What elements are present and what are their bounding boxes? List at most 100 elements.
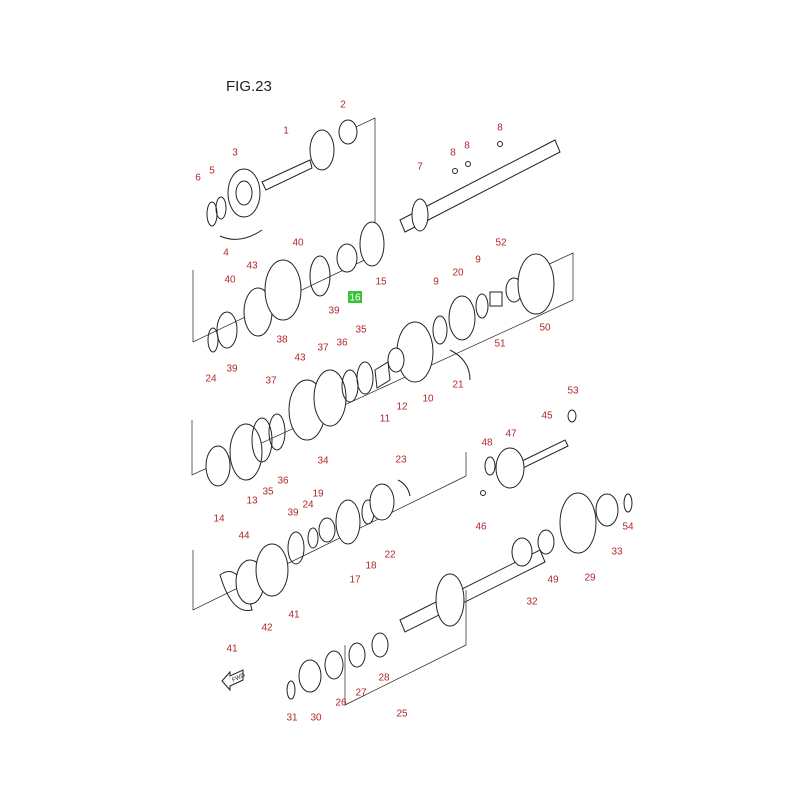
- callout-31[interactable]: 31: [286, 713, 298, 724]
- callout-10[interactable]: 10: [422, 394, 434, 405]
- callout-34[interactable]: 34: [317, 456, 329, 467]
- callout-18[interactable]: 18: [365, 561, 377, 572]
- callout-9[interactable]: 9: [433, 277, 439, 288]
- callout-24[interactable]: 24: [302, 500, 314, 511]
- callout-33[interactable]: 33: [611, 547, 623, 558]
- callout-41[interactable]: 41: [226, 644, 238, 655]
- part-21-clip: [449, 349, 471, 381]
- callout-39[interactable]: 39: [226, 364, 238, 375]
- part-46-ball: [480, 490, 486, 496]
- callout-14[interactable]: 14: [213, 514, 225, 525]
- callout-36[interactable]: 36: [277, 476, 289, 487]
- group-output-shaft: [286, 492, 633, 700]
- part-9-washer: [432, 315, 448, 345]
- callout-29[interactable]: 29: [584, 573, 596, 584]
- callout-32[interactable]: 32: [526, 597, 538, 608]
- part-8-ball-3: [497, 141, 503, 147]
- callout-54[interactable]: 54: [622, 522, 634, 533]
- callout-6[interactable]: 6: [195, 173, 201, 184]
- callout-13[interactable]: 13: [246, 496, 258, 507]
- callout-45[interactable]: 45: [541, 411, 553, 422]
- group-synchro-1: [207, 221, 555, 383]
- callout-42[interactable]: 42: [261, 623, 273, 634]
- callout-30[interactable]: 30: [310, 713, 322, 724]
- callout-4[interactable]: 4: [223, 248, 229, 259]
- part-39-ring: [216, 311, 238, 349]
- fwd-label: FWD: [231, 672, 247, 683]
- callout-43[interactable]: 43: [294, 353, 306, 364]
- callout-1[interactable]: 1: [283, 126, 289, 137]
- callout-22[interactable]: 22: [384, 550, 396, 561]
- callout-46[interactable]: 46: [475, 522, 487, 533]
- callout-47[interactable]: 47: [505, 429, 517, 440]
- callout-7[interactable]: 7: [417, 162, 423, 173]
- group-reverse-idler: [480, 409, 577, 496]
- callout-26[interactable]: 26: [335, 698, 347, 709]
- part-23-clip: [397, 479, 411, 497]
- callout-51[interactable]: 51: [494, 339, 506, 350]
- part-28-washer: [371, 632, 389, 658]
- part-3-bearing-inner: [235, 180, 253, 206]
- part-40-hub: [264, 259, 302, 321]
- callout-41[interactable]: 41: [288, 610, 300, 621]
- callout-39[interactable]: 39: [328, 306, 340, 317]
- callout-16[interactable]: 16: [349, 293, 361, 304]
- callout-8[interactable]: 8: [464, 141, 470, 152]
- part-34-hub: [313, 369, 347, 427]
- callout-21[interactable]: 21: [452, 380, 464, 391]
- part-51-collar: [489, 291, 503, 307]
- part-39-ring-3: [287, 531, 305, 565]
- part-45-shaft: [519, 439, 569, 469]
- part-31-snap-ring: [286, 680, 296, 700]
- callout-28[interactable]: 28: [378, 673, 390, 684]
- callout-17[interactable]: 17: [349, 575, 361, 586]
- callout-24[interactable]: 24: [205, 374, 217, 385]
- callout-3[interactable]: 3: [232, 148, 238, 159]
- callout-19[interactable]: 19: [312, 489, 324, 500]
- callout-40[interactable]: 40: [224, 275, 236, 286]
- part-54-snap-ring: [623, 493, 633, 513]
- callout-48[interactable]: 48: [481, 438, 493, 449]
- callout-35[interactable]: 35: [262, 487, 274, 498]
- part-2-needle-bearing: [338, 119, 358, 145]
- callout-11[interactable]: 11: [380, 414, 391, 425]
- part-19-needle-bearing: [318, 517, 336, 543]
- part-30-bearing: [298, 659, 322, 693]
- callout-2[interactable]: 2: [340, 100, 346, 111]
- callout-27[interactable]: 27: [355, 688, 367, 699]
- part-1-input-shaft: [261, 159, 313, 191]
- callout-12[interactable]: 12: [396, 402, 408, 413]
- callout-highlight-bg: [348, 291, 362, 303]
- part-41-hub: [255, 543, 289, 597]
- callout-39[interactable]: 39: [287, 508, 299, 519]
- callout-49[interactable]: 49: [547, 575, 559, 586]
- callout-37[interactable]: 37: [317, 343, 329, 354]
- callout-8[interactable]: 8: [450, 148, 456, 159]
- callout-50[interactable]: 50: [539, 323, 551, 334]
- callout-15[interactable]: 15: [375, 277, 387, 288]
- part-48-washer: [484, 456, 496, 476]
- part-7-shaft-flange: [411, 198, 429, 232]
- callout-20[interactable]: 20: [452, 268, 464, 279]
- part-13-gear: [229, 423, 263, 481]
- callout-25[interactable]: 25: [396, 709, 408, 720]
- callout-40[interactable]: 40: [292, 238, 304, 249]
- callout-8[interactable]: 8: [497, 123, 503, 134]
- callout-37[interactable]: 37: [265, 376, 277, 387]
- frame-counter-shaft: [191, 252, 574, 476]
- callout-43[interactable]: 43: [246, 261, 258, 272]
- callout-53[interactable]: 53: [567, 386, 579, 397]
- callout-9[interactable]: 9: [475, 255, 481, 266]
- part-53-clip: [567, 409, 577, 423]
- callout-38[interactable]: 38: [276, 335, 288, 346]
- part-32-bearing: [511, 537, 533, 567]
- callout-36[interactable]: 36: [336, 338, 348, 349]
- callout-5[interactable]: 5: [209, 166, 215, 177]
- callout-52[interactable]: 52: [495, 238, 507, 249]
- callout-35[interactable]: 35: [355, 325, 367, 336]
- part-1-gear: [309, 129, 335, 171]
- callout-23[interactable]: 23: [395, 455, 407, 466]
- callout-44[interactable]: 44: [238, 531, 250, 542]
- part-8-ball-2: [465, 161, 471, 167]
